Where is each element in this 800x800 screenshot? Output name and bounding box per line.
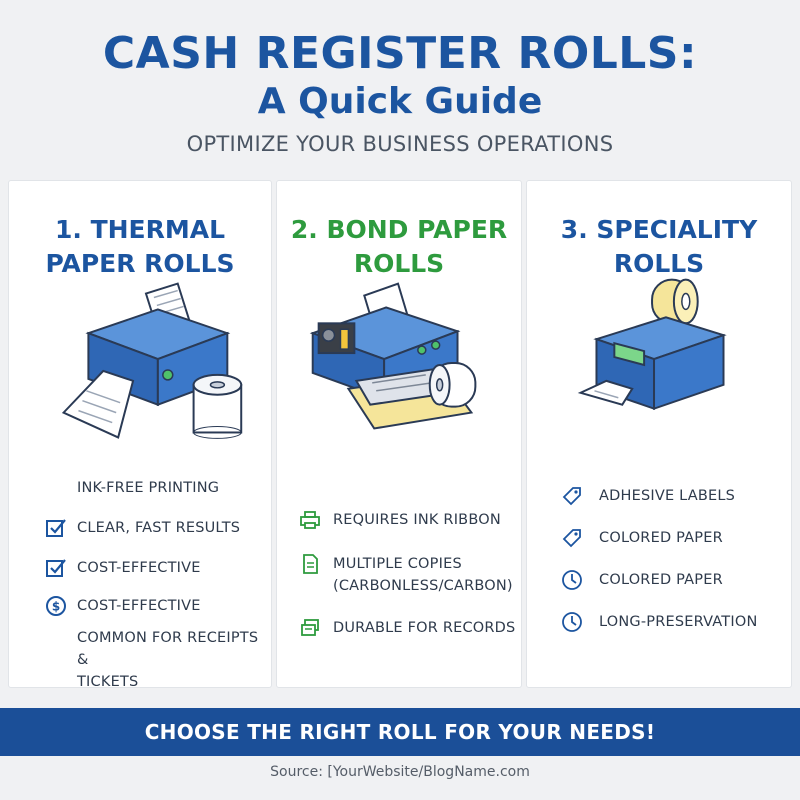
dollar-icon: $ [46, 596, 66, 616]
bond-feature-2: MULTIPLE COPIES (CARBONLESS/CARBON) [333, 556, 513, 594]
thermal-panel: 1. THERMAL PAPER ROLLS INK-FREE PRINTING… [8, 180, 272, 690]
speciality-feature-2: COLORED PAPER [599, 530, 723, 546]
thermal-feature-5: COMMON FOR RECEIPTS & TICKETS [77, 630, 259, 690]
bond-panel: 2. BOND PAPER ROLLS REQUIRES INK RIBBON … [276, 180, 522, 688]
document-icon [303, 554, 318, 574]
printer-icon [300, 511, 320, 529]
thermal-feature-3: COST-EFFECTIVE [77, 560, 201, 576]
speciality-feature-1: ADHESIVE LABELS [599, 488, 736, 504]
page-subtitle: OPTIMIZE YOUR BUSINESS OPERATIONS [186, 132, 614, 156]
clock-icon [562, 612, 582, 632]
cta-banner: CHOOSE THE RIGHT ROLL FOR YOUR NEEDS! [0, 708, 800, 756]
speciality-panel: 3. SPECIALITY ROLLS ADHESIVE LABELS COLO… [526, 180, 792, 688]
source-credit: Source: [YourWebsite/BlogName.com [270, 764, 530, 780]
clock-icon [562, 570, 582, 590]
checkbox-icon [46, 559, 66, 577]
tag-icon [562, 487, 581, 506]
stack-icon [301, 619, 319, 636]
bond-feature-1: REQUIRES INK RIBBON [333, 512, 501, 528]
thermal-panel-title: 1. THERMAL PAPER ROLLS [45, 215, 235, 278]
thermal-feature-1: INK-FREE PRINTING [77, 480, 220, 496]
speciality-feature-4: LONG-PRESERVATION [599, 614, 758, 630]
bond-feature-3: DURABLE FOR RECORDS [333, 620, 516, 636]
speciality-panel-title: 3. SPECIALITY ROLLS [560, 215, 758, 278]
tag-icon [562, 529, 581, 548]
thermal-printer-illustration [61, 282, 243, 439]
speciality-printer-illustration [577, 278, 727, 411]
thermal-feature-4: COST-EFFECTIVE [77, 598, 201, 614]
bond-panel-title: 2. BOND PAPER ROLLS [290, 215, 508, 278]
bond-printer-illustration [309, 282, 477, 430]
speciality-feature-3: COLORED PAPER [599, 572, 723, 588]
page-title-line1: CASH REGISTER ROLLS: [102, 28, 698, 79]
svg-text:$: $ [52, 600, 60, 614]
thermal-feature-2: CLEAR, FAST RESULTS [77, 520, 241, 536]
checkbox-icon [46, 519, 66, 537]
page-title-line2: A Quick Guide [257, 81, 543, 122]
